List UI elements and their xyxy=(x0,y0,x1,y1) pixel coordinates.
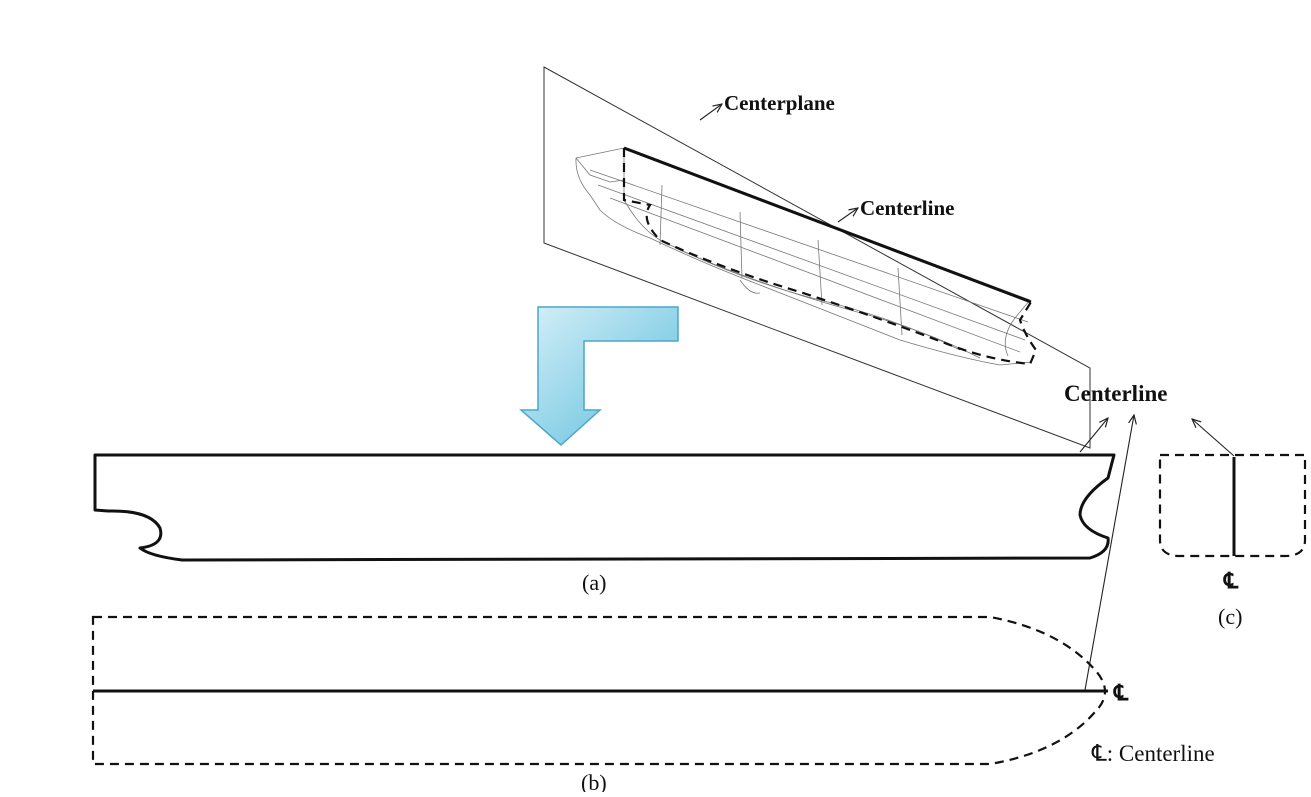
caption-c: (c) xyxy=(1218,604,1242,629)
pointer-to-profile xyxy=(1079,418,1108,453)
centerplane-label: Centerplane xyxy=(724,91,835,115)
profile-dashed-3d xyxy=(622,148,1038,366)
centerplane-3d-view: Centerplane Centerline xyxy=(543,66,1091,449)
pointer-to-section xyxy=(1192,419,1235,457)
cl-symbol-c: ℄ xyxy=(1223,568,1239,593)
hull-section-outline xyxy=(1158,453,1307,558)
caption-b: (b) xyxy=(581,770,607,792)
profile-view-a: (a) xyxy=(93,453,1116,595)
caption-a: (a) xyxy=(582,570,606,595)
section-view-c: ℄ (c) xyxy=(1158,453,1307,629)
centerplane-pointer xyxy=(699,104,722,121)
centerplane-sheet xyxy=(543,66,1091,449)
deck-centerline-3d xyxy=(623,146,1032,304)
cl-symbol-b: ℄ xyxy=(1113,680,1129,705)
centerline-3d-pointer xyxy=(837,208,858,223)
hull-plan-outline xyxy=(91,615,1107,766)
centerline-callout: Centerline xyxy=(1064,381,1235,691)
projection-arrow xyxy=(519,306,679,447)
hull-profile-outline xyxy=(93,453,1116,562)
centerline-right-label: Centerline xyxy=(1064,381,1167,406)
plan-view-b: ℄ ℄: Centerline (b) xyxy=(91,615,1215,795)
centerline-3d-label: Centerline xyxy=(860,196,954,220)
hull-wireframe xyxy=(575,147,1033,366)
pointer-to-plan xyxy=(1084,415,1134,691)
cl-legend: ℄: Centerline xyxy=(1091,741,1215,766)
